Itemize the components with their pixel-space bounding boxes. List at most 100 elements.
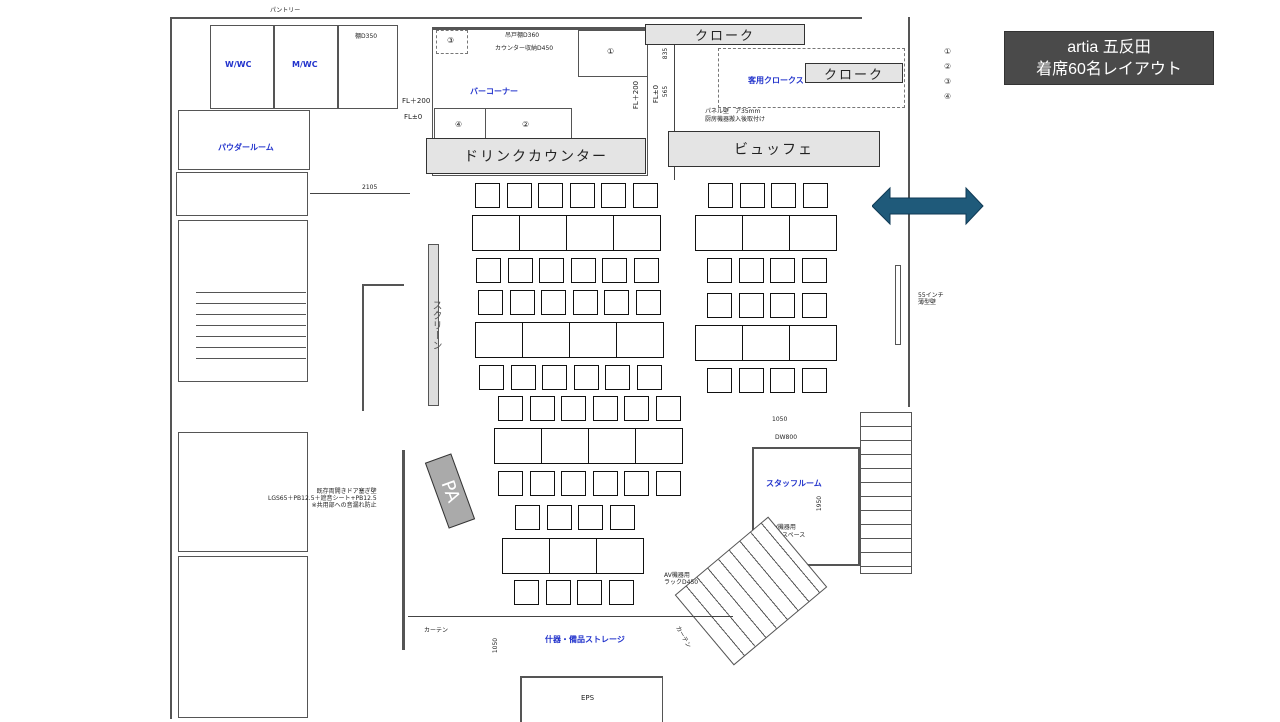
dw800-label: DW800	[775, 434, 798, 441]
cloak-counter-1: クローク	[645, 24, 805, 45]
dining-table	[596, 538, 644, 574]
entrance-arrow-icon	[872, 186, 984, 226]
legend-1: ①	[944, 47, 952, 56]
chair-seat	[609, 505, 635, 530]
dining-table	[494, 428, 542, 464]
av-rack-1: AV機器用	[664, 572, 690, 579]
chair-seat	[592, 396, 618, 421]
chair-seat	[634, 258, 659, 283]
chair-seat	[509, 290, 535, 315]
pa-label: PA	[436, 477, 464, 505]
legend-4: ④	[944, 92, 952, 101]
chair-seat	[514, 580, 539, 605]
mwc-room	[274, 25, 338, 109]
chair-seat	[656, 396, 681, 421]
dining-table	[613, 215, 661, 251]
staff-label: スタッフルーム	[766, 479, 822, 488]
chair-seat	[656, 471, 681, 496]
chair-seat	[801, 258, 827, 283]
bar-label: バーコーナー	[470, 87, 518, 96]
av-rack-note: AV機器用ラックD450	[664, 572, 698, 586]
hanging-shelf-label: 吊戸棚D360	[505, 32, 540, 39]
marker-3: ③	[447, 36, 455, 45]
chair-seat	[479, 365, 504, 390]
chair-seat	[770, 368, 796, 393]
dim-835: 835	[662, 47, 670, 60]
chair-seat	[542, 365, 568, 390]
legend-2: ②	[944, 62, 952, 71]
dining-table	[695, 325, 743, 361]
chair-seat	[633, 183, 658, 208]
screen-label: スクリーン	[430, 300, 441, 350]
chair-seat	[478, 290, 503, 315]
chair-seat	[541, 290, 567, 315]
tv	[895, 265, 901, 345]
dining-table	[635, 428, 683, 464]
curtain-label-1: カーテン	[424, 627, 449, 634]
dining-table	[566, 215, 614, 251]
corridor-box	[176, 172, 308, 216]
chair-seat	[739, 183, 765, 208]
chair-seat	[601, 183, 627, 208]
chair-seat	[707, 368, 732, 393]
pantry-room	[338, 25, 398, 109]
chair-seat	[738, 293, 764, 318]
mwc-label: M/WC	[292, 60, 318, 69]
title-layout: 着席60名レイアウト	[1036, 61, 1182, 78]
buffet: ビュッフェ	[668, 131, 880, 167]
chair-seat	[529, 396, 555, 421]
chair-seat	[602, 258, 628, 283]
chair-seat	[708, 183, 733, 208]
drink-counter: ドリンクカウンター	[426, 138, 646, 174]
panel-note-2: 厨房機器搬入後取付け	[705, 116, 766, 123]
powder-room	[178, 110, 310, 170]
storage-label: 什器・備品ストレージ	[545, 635, 625, 644]
fl0-right: FL±0	[652, 84, 661, 104]
stair-steps	[196, 282, 306, 362]
av-space-2: 配線スペース	[770, 532, 806, 539]
wwc-room	[210, 25, 274, 109]
chair-seat	[545, 580, 571, 605]
guest-cloak-label: 客用クロークス	[748, 76, 804, 85]
room-left-low	[178, 556, 308, 718]
fl0-left: FL±0	[404, 113, 423, 121]
chair-seat	[475, 183, 500, 208]
room-left-mid	[178, 432, 308, 552]
chair-seat	[529, 471, 555, 496]
chair-seat	[546, 505, 572, 530]
marker-1: ①	[607, 47, 615, 56]
chair-seat	[561, 396, 587, 421]
dining-table	[549, 538, 597, 574]
eps-label: EPS	[581, 694, 595, 702]
chair-seat	[539, 258, 565, 283]
pillar-wall	[362, 284, 404, 411]
dining-table	[616, 322, 664, 358]
dining-table	[522, 322, 570, 358]
chair-seat	[538, 183, 564, 208]
chair-seat	[770, 293, 796, 318]
curtain-line	[408, 616, 733, 617]
wall-note-1: 既存両開きドア塞ぎ壁	[316, 488, 377, 495]
outer-wall	[170, 17, 862, 719]
chair-seat	[624, 396, 650, 421]
layout-title: artia 五反田 着席60名レイアウト	[1004, 31, 1214, 85]
chair-seat	[707, 293, 732, 318]
chair-seat	[801, 293, 827, 318]
marker-1-box	[578, 30, 648, 77]
dining-table	[789, 215, 837, 251]
screen	[428, 244, 439, 406]
dining-table	[742, 325, 790, 361]
chair-seat	[802, 183, 828, 208]
chair-seat	[476, 258, 501, 283]
legend-3: ③	[944, 77, 952, 86]
chair-seat	[572, 290, 598, 315]
marker-4: ④	[455, 120, 463, 129]
tv-label-1: 55インチ	[918, 292, 944, 299]
shelf-label: 棚D350	[355, 33, 378, 40]
powder-label: パウダールーム	[218, 143, 274, 152]
title-venue: artia 五反田	[1067, 39, 1151, 56]
panel-note-1: パネル壁 ア35mm	[705, 108, 761, 115]
chair-seat	[570, 258, 596, 283]
